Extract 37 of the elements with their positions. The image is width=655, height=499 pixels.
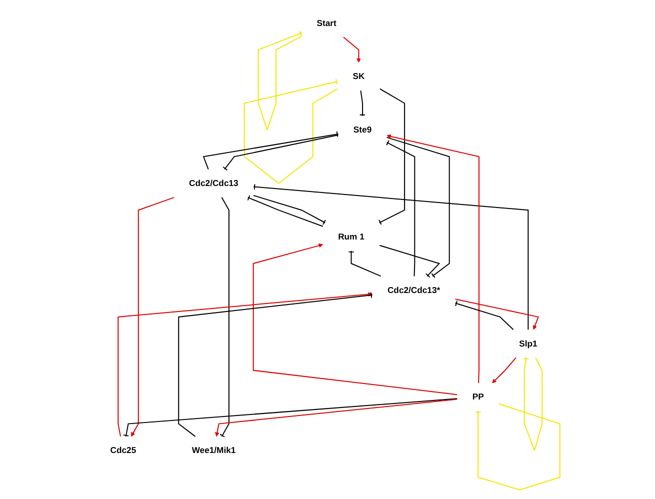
connector [253,195,326,226]
connector [386,136,450,278]
connector [122,398,458,437]
node-text: Cdc2/Cdc13 [189,178,238,188]
node-text: Cdc25 [110,446,136,456]
connector [379,244,440,278]
connector [178,292,372,437]
connector [247,194,324,227]
connector [219,197,230,438]
node-text: SK [352,72,365,82]
arrow [131,196,174,437]
connector [474,403,560,490]
node-text: Cdc2/Cdc13* [387,285,440,295]
node-text: Slp1 [519,338,538,348]
node-text: Rum 1 [338,232,364,242]
connector [222,134,338,171]
connector [386,140,416,276]
connector [253,184,529,330]
arrow [214,398,458,437]
arrow [252,243,458,396]
arrow [386,134,480,384]
connector [522,357,543,451]
connector [202,131,338,170]
arrow [492,357,516,384]
connector [348,250,382,277]
arrow [455,298,539,330]
connector [258,30,302,130]
connector [244,78,338,184]
connector [454,300,514,330]
node-text: PP [472,392,484,402]
connector [359,90,366,116]
arrow [343,36,361,63]
node-text: Wee1/Mik1 [192,446,236,456]
arrow [118,292,372,437]
node-text: Ste9 [353,125,372,135]
connector [378,88,406,226]
node-text: Start [316,18,336,28]
